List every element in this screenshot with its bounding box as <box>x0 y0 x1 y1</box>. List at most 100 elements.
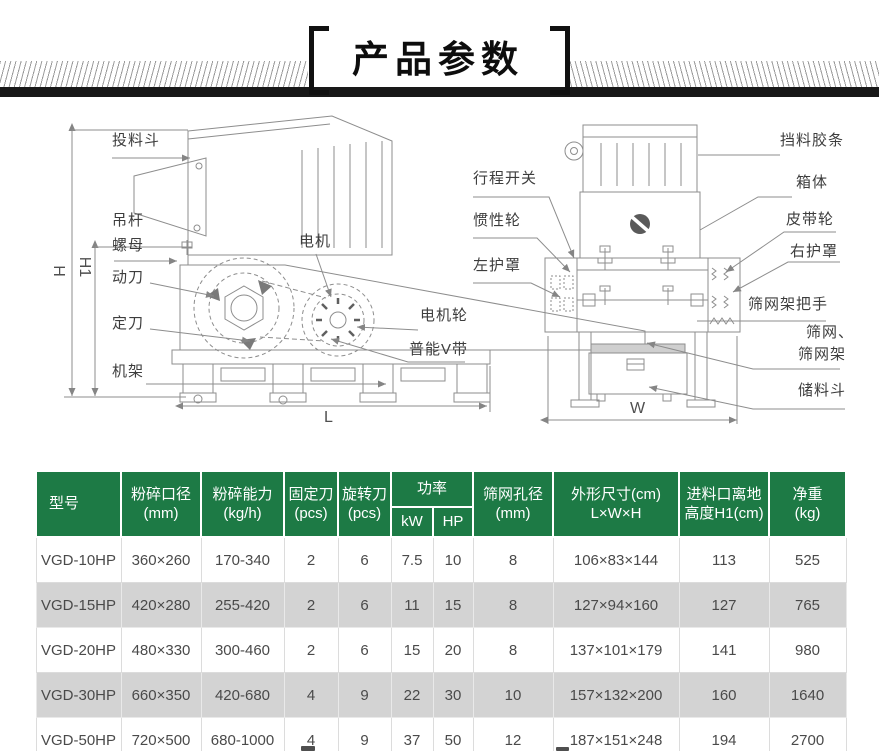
spec-table: 型号粉碎口径(mm)粉碎能力(kg/h)固定刀(pcs)旋转刀(pcs)功率筛网… <box>35 470 848 751</box>
label-cabinet: 箱体 <box>796 174 829 191</box>
table-cell: 720×500 <box>120 717 202 751</box>
label-left-guard: 左护罩 <box>473 257 522 274</box>
table-cell: 660×350 <box>120 672 202 718</box>
column-subheader: HP <box>431 506 475 538</box>
label-storage-hopper: 储料斗 <box>798 382 847 399</box>
column-header: 外形尺寸(cm)L×W×H <box>552 470 681 538</box>
column-header: 旋转刀(pcs) <box>337 470 392 538</box>
table-cell: 7.5 <box>390 536 434 583</box>
machine-diagrams-drawing <box>64 115 845 424</box>
table-cell: 525 <box>768 536 847 583</box>
table-cell: 2 <box>283 582 339 628</box>
table-cell: 160 <box>678 672 770 718</box>
label-rubber-strip: 挡料胶条 <box>780 132 845 149</box>
label-screen-handle: 筛网架把手 <box>748 296 829 313</box>
label-hanger-rod: 吊杆 <box>112 212 145 229</box>
table-cell: 37 <box>390 717 434 751</box>
table-cell: 480×330 <box>120 627 202 673</box>
column-header: 型号 <box>35 470 122 538</box>
table-cell: 6 <box>337 536 392 583</box>
bracket-right-decoration <box>550 26 570 95</box>
table-cell: 9 <box>337 717 392 751</box>
table-cell: 4 <box>283 672 339 718</box>
label-belt-pulley: 皮带轮 <box>786 211 835 228</box>
right-machine-front-view <box>473 124 845 424</box>
table-cell: 50 <box>432 717 474 751</box>
table-cell: 15 <box>390 627 434 673</box>
table-cell: 420-680 <box>200 672 285 718</box>
table-cell: 8 <box>472 627 554 673</box>
table-cell: 980 <box>768 627 847 673</box>
label-motor-wheel: 电机轮 <box>420 307 469 324</box>
column-header: 粉碎口径(mm) <box>120 470 202 538</box>
table-cell: 113 <box>678 536 770 583</box>
label-motor: 电机 <box>299 233 332 250</box>
column-subheader: kW <box>390 506 434 538</box>
label-screen-frame: 筛网架 <box>798 346 847 363</box>
label-inertia-wheel: 惯性轮 <box>473 212 522 229</box>
table-cell: VGD-50HP <box>35 717 122 751</box>
table-cell: 9 <box>337 672 392 718</box>
dimension-l: L <box>324 409 333 426</box>
dimension-h1: H1 <box>76 256 94 278</box>
page-title: 产品参数 <box>352 39 524 80</box>
table-cell: VGD-30HP <box>35 672 122 718</box>
column-header: 固定刀(pcs) <box>283 470 339 538</box>
table-cell: 187×151×248 <box>552 717 680 751</box>
table-cell: 8 <box>472 536 554 583</box>
table-cell: VGD-20HP <box>35 627 122 673</box>
table-cell: VGD-15HP <box>35 582 122 628</box>
table-cell: 11 <box>390 582 434 628</box>
table-cell: 15 <box>432 582 474 628</box>
column-header: 功率 <box>389 470 475 508</box>
hatch-stripes-left <box>0 61 308 87</box>
bracket-left-decoration <box>309 26 329 95</box>
table-cell: 2700 <box>768 717 847 751</box>
table-cell: 4 <box>283 717 339 751</box>
table-cell: VGD-10HP <box>35 536 122 583</box>
table-cell: 137×101×179 <box>552 627 680 673</box>
hatch-stripes-right <box>566 61 879 87</box>
table-cell: 194 <box>678 717 770 751</box>
table-cell: 765 <box>768 582 847 628</box>
table-cell: 30 <box>432 672 474 718</box>
column-header: 筛网孔径(mm) <box>472 470 555 538</box>
table-cell: 1640 <box>768 672 847 718</box>
label-machine-frame: 机架 <box>112 363 145 380</box>
table-cell: 360×260 <box>120 536 202 583</box>
dimension-h: H <box>49 265 67 277</box>
label-fixed-blade: 定刀 <box>112 315 145 332</box>
label-nut: 螺母 <box>112 237 145 254</box>
table-cell: 127×94×160 <box>552 582 680 628</box>
label-screen: 筛网、 <box>806 324 855 341</box>
cutoff-mark <box>556 747 569 751</box>
table-cell: 20 <box>432 627 474 673</box>
column-header: 进料口离地高度H1(cm) <box>678 470 771 538</box>
table-cell: 10 <box>472 672 554 718</box>
table-cell: 106×83×144 <box>552 536 680 583</box>
table-cell: 6 <box>337 582 392 628</box>
title-divider-bar <box>0 87 879 97</box>
table-cell: 2 <box>283 536 339 583</box>
cutoff-mark <box>301 746 315 751</box>
label-travel-switch: 行程开关 <box>473 170 538 187</box>
left-machine-side-view <box>64 115 646 412</box>
label-feed-hopper: 投料斗 <box>112 132 161 149</box>
table-cell: 6 <box>337 627 392 673</box>
label-right-guard: 右护罩 <box>790 243 839 260</box>
table-cell: 255-420 <box>200 582 285 628</box>
table-cell: 170-340 <box>200 536 285 583</box>
table-cell: 12 <box>472 717 554 751</box>
label-v-belt: 普能V带 <box>409 341 469 358</box>
label-moving-blade: 动刀 <box>112 269 145 286</box>
table-cell: 141 <box>678 627 770 673</box>
column-header: 粉碎能力(kg/h) <box>200 470 285 538</box>
table-cell: 8 <box>472 582 554 628</box>
table-cell: 157×132×200 <box>552 672 680 718</box>
table-cell: 22 <box>390 672 434 718</box>
